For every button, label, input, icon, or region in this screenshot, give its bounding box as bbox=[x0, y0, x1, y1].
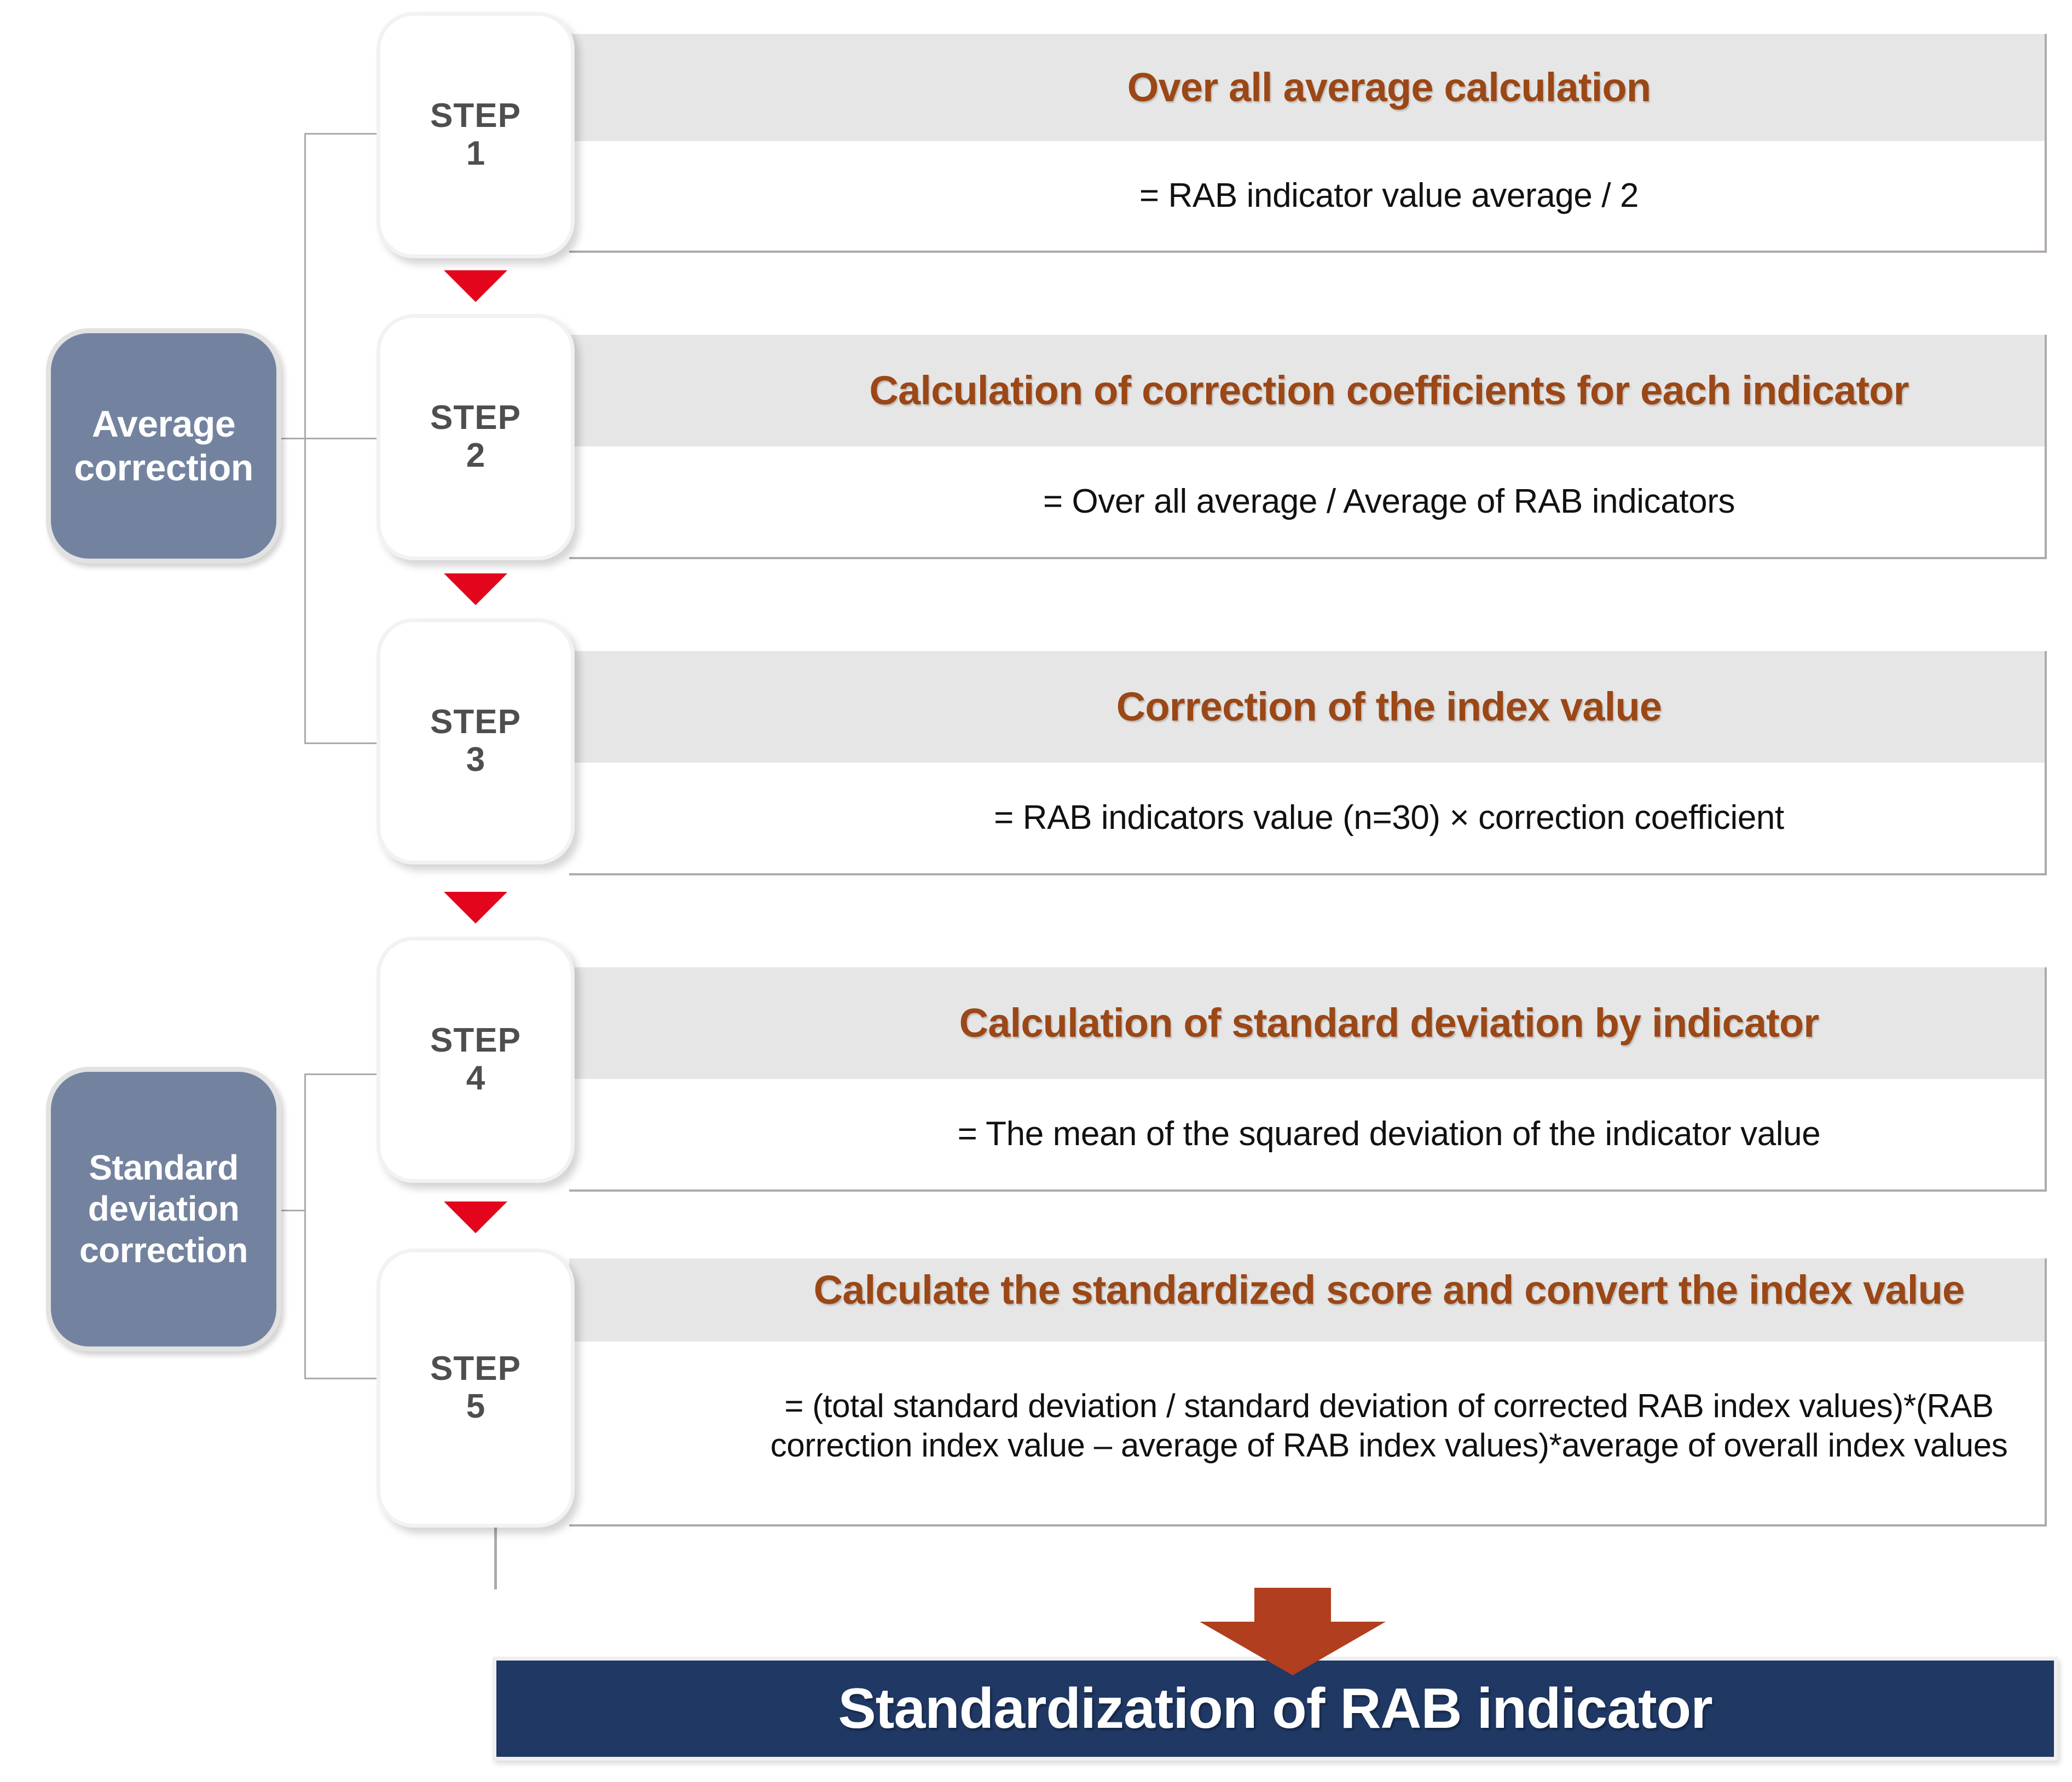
result-down-arrow-icon bbox=[1200, 1588, 1386, 1675]
step-title-1: Over all average calculation bbox=[1127, 65, 1651, 111]
step-panel-1: Over all average calculation = RAB indic… bbox=[569, 34, 2047, 253]
step-panel-1-header: Over all average calculation bbox=[569, 34, 2045, 141]
bracket-spine-result bbox=[494, 1526, 497, 1589]
step-panel-3: Correction of the index value = RAB indi… bbox=[569, 651, 2047, 875]
step-formula-3: = RAB indicators value (n=30) × correcti… bbox=[994, 799, 1784, 837]
bracket-spine-stddev bbox=[304, 1073, 306, 1379]
step-panel-5: Calculate the standardized score and con… bbox=[569, 1258, 2047, 1526]
group-label-line-2: correction bbox=[74, 447, 253, 489]
step-formula-2: = Over all average / Average of RAB indi… bbox=[1043, 483, 1735, 521]
step-title-2: Calculation of correction coefficients f… bbox=[869, 368, 1909, 414]
step-badge-4-word: STEP bbox=[430, 1021, 521, 1059]
step-panel-2-body: = Over all average / Average of RAB indi… bbox=[569, 446, 2045, 557]
step-title-4: Calculation of standard deviation by ind… bbox=[959, 1000, 1820, 1046]
flow-arrow-1-to-2 bbox=[444, 270, 507, 302]
step-badge-1-word: STEP bbox=[430, 96, 521, 135]
step-formula-1: = RAB indicator value average / 2 bbox=[1139, 177, 1639, 215]
step-formula-4: = The mean of the squared deviation of t… bbox=[957, 1115, 1821, 1153]
step-panel-2-header: Calculation of correction coefficients f… bbox=[569, 335, 2045, 446]
group-box-average-correction-label: Average correction bbox=[74, 402, 253, 490]
step-badge-2-word: STEP bbox=[430, 398, 521, 437]
step-badge-4[interactable]: STEP 4 bbox=[377, 937, 575, 1183]
step-badge-4-number: 4 bbox=[466, 1059, 485, 1097]
step-panel-2: Calculation of correction coefficients f… bbox=[569, 335, 2047, 559]
flow-arrow-3-to-4 bbox=[444, 892, 507, 924]
step-panel-3-body: = RAB indicators value (n=30) × correcti… bbox=[569, 763, 2045, 873]
bracket-stub-step-2 bbox=[304, 438, 391, 439]
step-badge-5-word: STEP bbox=[430, 1349, 521, 1388]
step-panel-4-body: = The mean of the squared deviation of t… bbox=[569, 1079, 2045, 1189]
step-badge-2-number: 2 bbox=[466, 436, 485, 474]
group-label-line-2: deviation bbox=[88, 1189, 240, 1229]
step-panel-5-body: = (total standard deviation / standard d… bbox=[569, 1342, 2045, 1524]
step-panel-3-header: Correction of the index value bbox=[569, 651, 2045, 763]
step-badge-1-number: 1 bbox=[466, 134, 485, 172]
bracket-stub-step-1 bbox=[304, 133, 391, 135]
group-label-line-3: correction bbox=[79, 1230, 248, 1270]
group-box-average-correction[interactable]: Average correction bbox=[46, 328, 281, 564]
step-title-3: Correction of the index value bbox=[1116, 684, 1662, 730]
step-title-5: Calculate the standardized score and con… bbox=[813, 1267, 1965, 1313]
step-badge-5-number: 5 bbox=[466, 1387, 485, 1425]
step-badge-3-word: STEP bbox=[430, 703, 521, 741]
result-banner-text: Standardization of RAB indicator bbox=[838, 1676, 1712, 1740]
group-box-standard-deviation-correction-label: Standard deviation correction bbox=[79, 1147, 248, 1272]
step-panel-5-header: Calculate the standardized score and con… bbox=[569, 1258, 2045, 1342]
bracket-stub-step-4 bbox=[304, 1073, 391, 1075]
bracket-stub-step-5 bbox=[304, 1378, 391, 1379]
group-label-line-1: Average bbox=[91, 403, 236, 445]
flow-arrow-4-to-5 bbox=[444, 1201, 507, 1233]
step-badge-3-number: 3 bbox=[466, 740, 485, 779]
step-badge-1[interactable]: STEP 1 bbox=[377, 12, 575, 258]
step-badge-3[interactable]: STEP 3 bbox=[377, 618, 575, 864]
step-badge-5[interactable]: STEP 5 bbox=[377, 1249, 575, 1528]
step-panel-4-header: Calculation of standard deviation by ind… bbox=[569, 967, 2045, 1079]
group-box-standard-deviation-correction[interactable]: Standard deviation correction bbox=[46, 1067, 281, 1351]
step-formula-5: = (total standard deviation / standard d… bbox=[770, 1388, 2008, 1464]
step-panel-1-body: = RAB indicator value average / 2 bbox=[569, 141, 2045, 251]
result-banner[interactable]: Standardization of RAB indicator bbox=[493, 1657, 2058, 1761]
step-panel-4: Calculation of standard deviation by ind… bbox=[569, 967, 2047, 1192]
step-badge-2[interactable]: STEP 2 bbox=[377, 314, 575, 560]
bracket-stub-step-3 bbox=[304, 742, 391, 744]
flow-arrow-2-to-3 bbox=[444, 573, 507, 605]
group-label-line-1: Standard bbox=[89, 1147, 239, 1187]
